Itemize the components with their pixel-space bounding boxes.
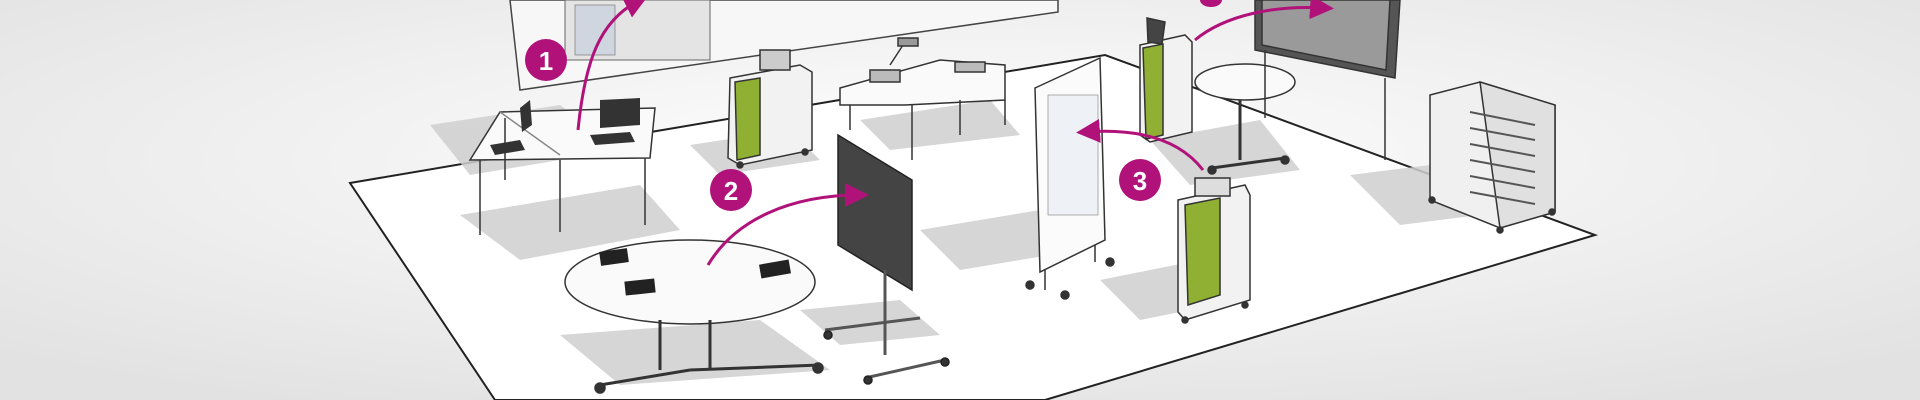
charging-cart-right (1177, 177, 1251, 324)
arrow-2 (706, 183, 869, 266)
mobile-display-stand (823, 133, 950, 385)
arrow-4 (1194, 0, 1334, 42)
interactive-display-wall (1254, 0, 1401, 160)
badge-3: 3 (1119, 159, 1161, 201)
charging-cart-back (1139, 17, 1193, 143)
badge-3-label: 3 (1133, 166, 1147, 196)
badge-partial (1200, 0, 1222, 7)
badge-1-label: 1 (539, 46, 553, 76)
mobile-whiteboard-panel (1025, 56, 1115, 300)
tablet-icon (599, 248, 791, 296)
round-table (1194, 63, 1296, 175)
badge-1: 1 (525, 39, 567, 81)
badge-2: 2 (710, 169, 752, 211)
connection-arrows (576, 0, 1334, 266)
badge-2-label: 2 (724, 176, 738, 206)
arrow-3 (1076, 118, 1205, 171)
storage-cabinet (1428, 80, 1556, 234)
teacher-desks (839, 37, 1006, 160)
arrow-1 (576, 0, 649, 131)
laptop-icon (490, 98, 640, 155)
charging-cart-left (727, 49, 813, 169)
